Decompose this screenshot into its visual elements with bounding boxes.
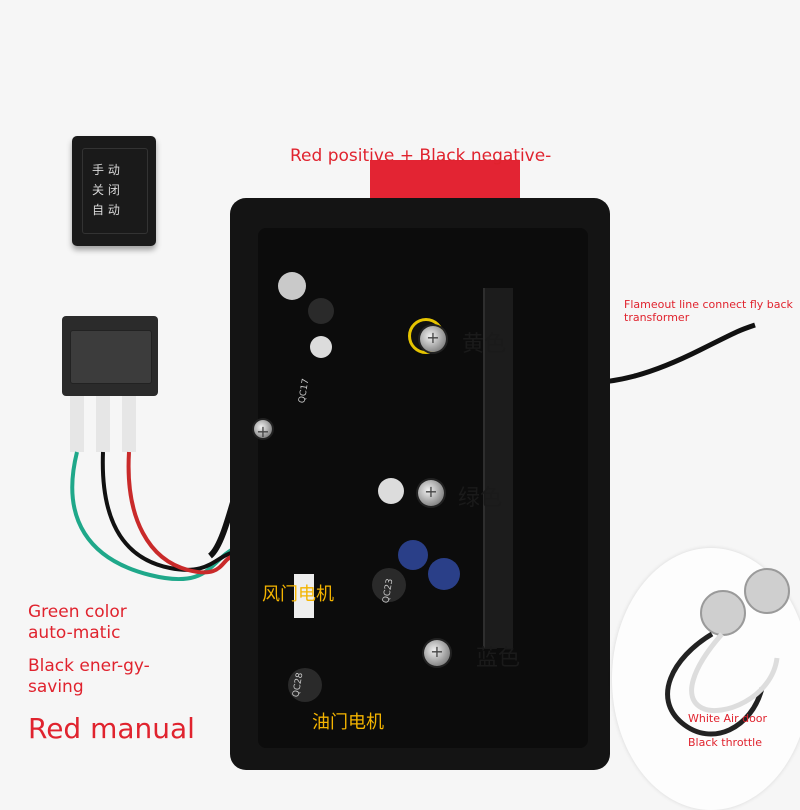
capacitor-blue: [428, 558, 460, 590]
capacitor: [310, 336, 332, 358]
capacitor-blue: [398, 540, 428, 570]
label-air-motor-cn: 风门电机: [262, 584, 334, 605]
switch-terminal-mid: [96, 396, 110, 452]
rocker-switch-cover: 手 动 关 闭 自 动: [72, 136, 156, 246]
motor-connector-white: [294, 574, 314, 618]
switch-cover-face: [82, 148, 148, 234]
motor-inset: [612, 548, 800, 810]
wire-red: [126, 451, 237, 575]
switch-cover-row3: 自 动: [92, 203, 120, 217]
capacitor: [378, 478, 404, 504]
label-black-throttle: Black throttle: [688, 736, 763, 749]
screw-yellow: [420, 326, 446, 352]
switch-terminal-right: [122, 396, 136, 452]
motor-wires: [665, 631, 780, 737]
screw-green: [418, 480, 444, 506]
label-green-automatic: Green color auto-matic: [28, 602, 127, 643]
pin-header-strip: [483, 288, 513, 648]
label-flameout: Flameout line connect fly back transform…: [624, 298, 793, 324]
label-white-air-door: White Air door: [688, 712, 768, 725]
switch-terminal-left: [70, 396, 84, 452]
stepper-motor-throttle: [744, 568, 790, 614]
screw-blue: [424, 640, 450, 666]
label-battery-polarity: Red positive + Black negative-: [290, 146, 552, 166]
label-red-manual: Red manual: [28, 712, 195, 745]
screw-wire-clamp: [254, 420, 272, 441]
capacitor: [278, 272, 306, 300]
label-oil-motor-cn: 油门电机: [312, 712, 384, 733]
rocker-switch-button: [70, 330, 152, 384]
wire-black: [100, 451, 236, 572]
label-blue-cn: 蓝色: [476, 646, 521, 671]
component-mark-qc17: QC17: [297, 377, 312, 405]
label-green-cn: 绿色: [458, 486, 503, 511]
capacitor: [372, 568, 406, 602]
stepper-motor-air: [700, 590, 746, 636]
switch-cover-row2: 关 闭: [92, 183, 120, 197]
switch-cover-row1: 手 动: [92, 163, 120, 177]
wire-green: [70, 451, 236, 582]
capacitor: [308, 298, 334, 324]
capacitor: [288, 668, 322, 702]
label-black-energy: Black ener-gy-saving: [28, 656, 150, 697]
label-yellow-cn: 黄色: [462, 332, 507, 357]
